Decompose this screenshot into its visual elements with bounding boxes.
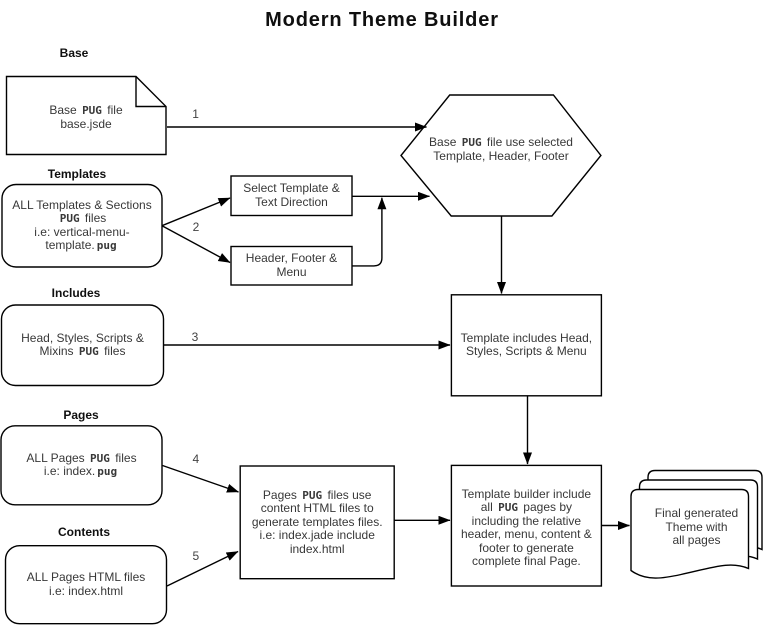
templates-node-label-text: ALL Templates & Sections PUG files i.e: …: [12, 197, 152, 253]
final-theme-stack-group: [630, 469, 763, 579]
pages-generate-node-label-text: Pages PUG files use content HTML files t…: [251, 487, 383, 556]
base-document-shape: [5, 75, 167, 156]
header-footer-node-label: Header, Footer & Menu: [231, 247, 352, 286]
hexagon-node-label: Base PUG file use selected Template, Hea…: [401, 95, 601, 204]
pages-generate-node-label: Pages PUG files use content HTML files t…: [240, 466, 394, 579]
edge-label-5: 5: [192, 549, 200, 563]
pages-generate-node-shape: [239, 465, 395, 580]
diagram-title: Modern Theme Builder: [265, 9, 499, 31]
edge-label-3: 3: [191, 329, 199, 344]
includes-node-label-text: Head, Styles, Scripts & Mixins PUG files: [21, 330, 144, 359]
template-includes-node-shape: [450, 294, 603, 397]
template-builder-node-label-text: Template builder include all PUG pages b…: [461, 486, 592, 569]
hexagon-node-label-text: Base PUG file use selected Template, Hea…: [429, 135, 573, 163]
section-label-includes: Includes: [51, 286, 101, 300]
section-label-base: Base: [59, 46, 89, 60]
pages-node-shape: [0, 425, 163, 506]
header-footer-node-label-text: Header, Footer & Menu: [245, 251, 338, 279]
edge-header-to-join: [352, 197, 387, 267]
templates-node-label: ALL Templates & Sections PUG files i.e: …: [2, 185, 162, 268]
base-document-fold: [135, 76, 166, 108]
template-includes-node-label-text: Template includes Head, Styles, Scripts …: [460, 330, 593, 359]
edge-2b-templates-to-header: [161, 225, 231, 264]
edge-4-pages-to-generate: [162, 464, 239, 493]
pages-node-label: ALL Pages PUG files i.e: index.pug: [1, 426, 162, 505]
section-label-pages: Pages: [63, 408, 99, 422]
contents-node-label: ALL Pages HTML files i.e: index.html: [6, 546, 167, 624]
includes-node-label: Head, Styles, Scripts & Mixins PUG files: [2, 305, 164, 386]
select-template-node-label: Select Template & Text Direction: [231, 176, 352, 216]
edges-group: [161, 122, 630, 587]
edge-label-2: 2: [192, 219, 200, 234]
pages-node-label-text: ALL Pages PUG files i.e: index.pug: [26, 450, 137, 479]
edge-label-4: 4: [192, 452, 200, 466]
final-theme-node-label-text: Final generated Theme with all pages: [654, 506, 739, 548]
select-template-node-label-text: Select Template & Text Direction: [243, 181, 340, 209]
node-shapes-group: [0, 75, 603, 625]
section-label-contents: Contents: [58, 525, 110, 539]
template-builder-node-shape: [450, 464, 603, 587]
section-label-templates: Templates: [47, 167, 107, 181]
edge-5-contents-to-generate: [166, 550, 239, 587]
hexagon-shape: [400, 94, 602, 217]
contents-node-shape: [4, 545, 168, 625]
base-file-node-label-text: Base PUG file base.jsde: [49, 103, 123, 131]
edge-label-1: 1: [192, 106, 199, 121]
template-includes-node-label: Template includes Head, Styles, Scripts …: [451, 295, 601, 396]
edge-2a-templates-to-select: [161, 197, 231, 227]
final-theme-node-label: Final generated Theme with all pages: [631, 470, 762, 579]
template-builder-node-label: Template builder include all PUG pages b…: [451, 465, 601, 586]
contents-node-label-text: ALL Pages HTML files i.e: index.html: [26, 570, 146, 598]
base-file-node-label: Base PUG file base.jsde: [6, 78, 166, 157]
final-theme-page-front: [630, 488, 750, 579]
header-footer-node-shape: [230, 245, 353, 286]
